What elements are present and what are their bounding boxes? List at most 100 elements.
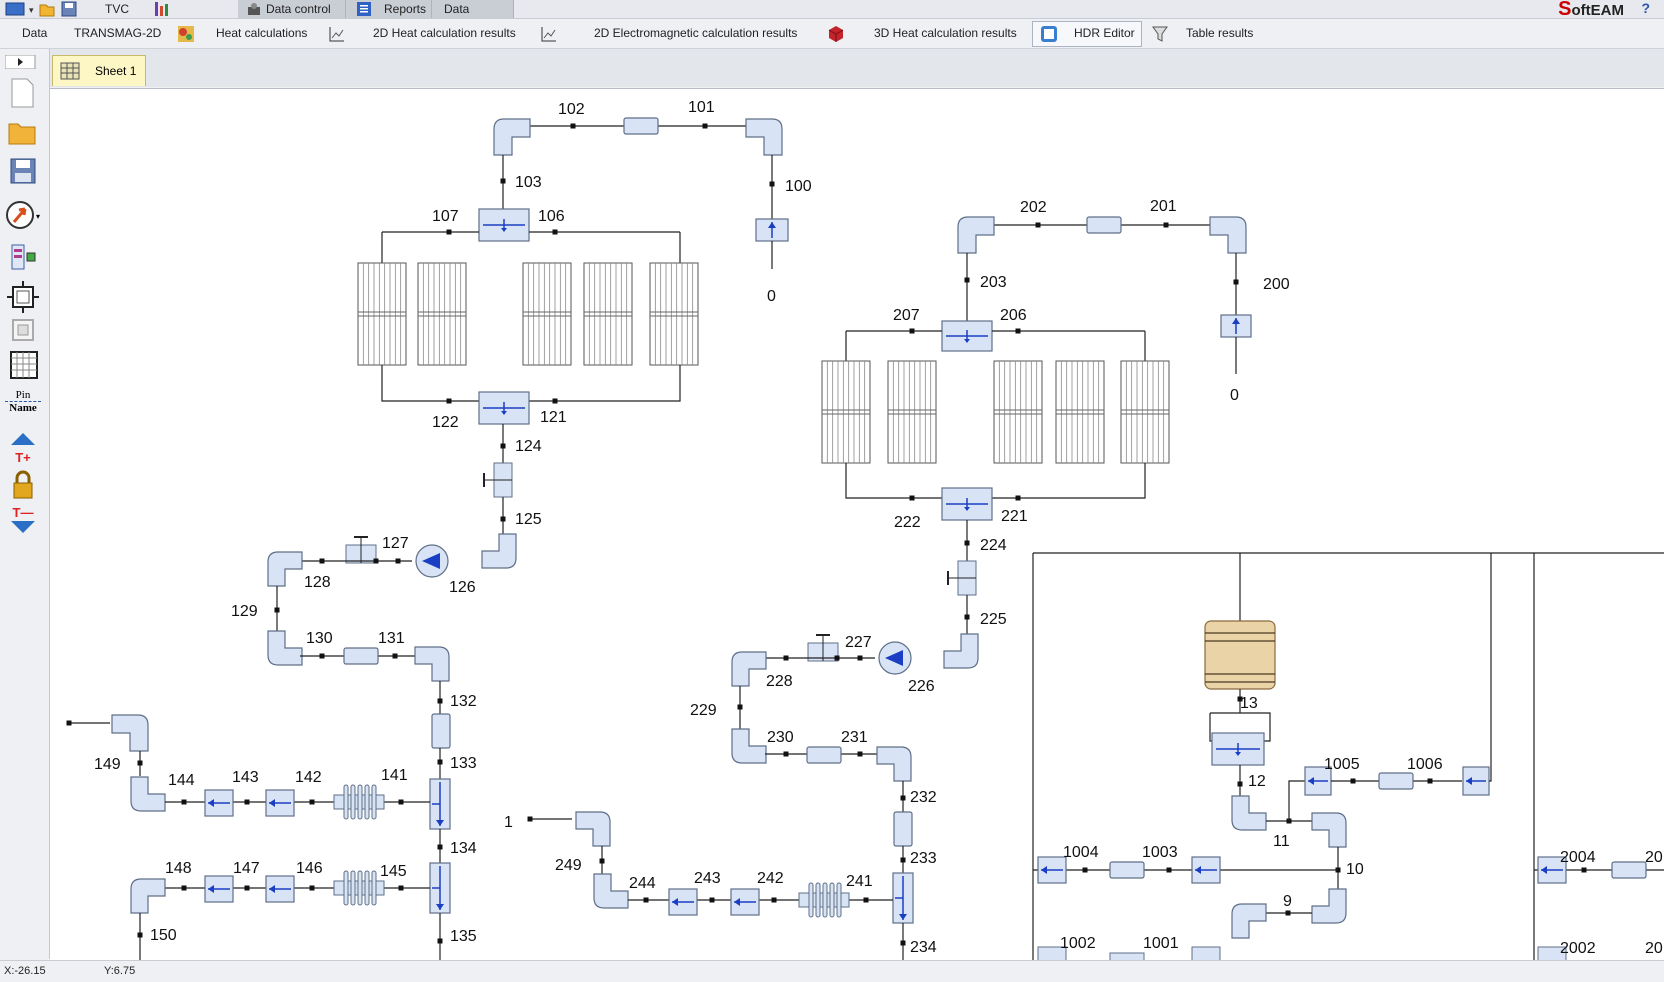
left-toolbar: ▾ Pin Name T+ T— [0, 49, 50, 959]
node-label: 1003 [1142, 844, 1178, 861]
compensator-bellow [371, 784, 377, 820]
fit-sheet-icon[interactable] [5, 281, 41, 313]
node-point [771, 897, 777, 903]
node-label: 10 [1346, 861, 1364, 878]
lock-icon[interactable] [5, 469, 41, 501]
grid-icon[interactable] [5, 349, 41, 381]
ribbon-2d-heat-results[interactable]: 2D Heat calculation results [373, 26, 516, 40]
tab-data-control-label: Data control [266, 2, 331, 16]
node-point [552, 398, 558, 404]
ribbon-transmag-2d[interactable]: TRANSMAG-2D [74, 26, 162, 40]
arrowhead [1541, 866, 1547, 874]
pipe-segment [806, 746, 842, 764]
new-document-icon[interactable] [5, 77, 41, 109]
save-icon[interactable] [5, 155, 41, 187]
node-label: 100 [785, 178, 812, 195]
node-label: 207 [893, 307, 920, 324]
elbow-fitting [1231, 903, 1267, 939]
node-point [446, 229, 452, 235]
storage-tank [1204, 620, 1276, 690]
node-label: 141 [381, 767, 408, 784]
node-label: 20 [1645, 849, 1663, 866]
node-label: 147 [233, 860, 260, 877]
layers-icon[interactable] [5, 241, 41, 273]
tab-data-control[interactable]: Data control [238, 0, 346, 18]
node-point [500, 443, 506, 449]
node-point [244, 799, 250, 805]
triangle-down-icon [11, 521, 35, 533]
arrowhead [1195, 866, 1201, 874]
text-increase-button[interactable]: T+ [5, 432, 41, 465]
node-label: 2002 [1560, 940, 1596, 957]
expand-arrow-icon[interactable] [5, 55, 41, 69]
save-quick-icon[interactable] [60, 0, 78, 18]
node-point [527, 816, 533, 822]
node-point [909, 495, 915, 501]
compensator-bellow [829, 882, 835, 918]
ribbon-2d-em-results[interactable]: 2D Electromagnetic calculation results [594, 26, 798, 40]
node-label: 129 [231, 603, 258, 620]
arrowhead [1308, 777, 1314, 785]
node-label: 150 [150, 927, 177, 944]
pipe-line [381, 365, 681, 402]
node-label: 233 [910, 850, 937, 867]
node-label: 146 [296, 860, 323, 877]
text-decrease-button[interactable]: T— [5, 506, 41, 538]
node-label: 234 [910, 939, 937, 956]
elbow-fitting [1231, 795, 1267, 831]
tab-reports[interactable]: Reports [346, 0, 432, 18]
node-point [398, 885, 404, 891]
pointer-tool-icon[interactable]: ▾ [5, 199, 41, 231]
node-label: 203 [980, 274, 1007, 291]
pin-name-toggle[interactable]: Pin Name [5, 389, 41, 414]
node-label: 134 [450, 840, 477, 857]
arrowhead [899, 914, 907, 920]
elbow-fitting [876, 746, 912, 782]
compensator-bellow [364, 870, 370, 906]
node-label: 130 [306, 630, 333, 647]
ribbon-table-results[interactable]: Table results [1186, 26, 1254, 40]
node-label: 244 [629, 875, 656, 892]
node-point [66, 720, 72, 726]
status-bar: X:-26.15 Y:6.75 [0, 960, 1664, 982]
node-point [1166, 867, 1172, 873]
open-quick-icon[interactable] [38, 0, 56, 18]
ribbon-data[interactable]: Data [22, 26, 48, 40]
node-label: 225 [980, 611, 1007, 628]
node-label: 1002 [1060, 935, 1096, 952]
arrowhead [501, 228, 507, 232]
arrowhead [964, 339, 970, 343]
help-icon[interactable]: ? [1641, 0, 1650, 16]
tab-data-bases[interactable]: Data Bases [432, 0, 514, 34]
pump-arrow-icon [422, 553, 440, 569]
pipe-line [1489, 553, 1492, 782]
ribbon-hdr-editor-frame [1032, 21, 1142, 47]
elbow-fitting [130, 878, 166, 914]
ribbon-3d-heat-results[interactable]: 3D Heat calculation results [874, 26, 1017, 40]
bars-icon[interactable] [152, 0, 170, 18]
node-label: 249 [555, 857, 582, 874]
elbow-fitting [943, 633, 979, 669]
node-point [702, 123, 708, 129]
node-label: 228 [766, 673, 793, 690]
node-point [599, 858, 605, 864]
tab-sheet-1[interactable]: Sheet 1 [52, 55, 146, 86]
node-point [709, 897, 715, 903]
open-folder-icon[interactable] [5, 116, 41, 148]
node-point [500, 178, 506, 184]
node-label: 222 [894, 514, 921, 531]
app-menu-button[interactable]: ▾ [4, 0, 38, 18]
node-label: 12 [1248, 773, 1266, 790]
pipe-segment [343, 647, 379, 665]
ribbon-hdr-editor[interactable]: HDR Editor [1074, 26, 1135, 40]
ribbon-heat-calculations[interactable]: Heat calculations [216, 26, 308, 40]
node-label: 206 [1000, 307, 1027, 324]
svg-text:▾: ▾ [29, 5, 34, 15]
arrowhead [1235, 752, 1241, 756]
node-point [1015, 495, 1021, 501]
node-label: 121 [540, 409, 567, 426]
pipe-segment [1378, 772, 1414, 790]
node-point [437, 759, 443, 765]
frame-select-icon[interactable] [5, 313, 41, 345]
